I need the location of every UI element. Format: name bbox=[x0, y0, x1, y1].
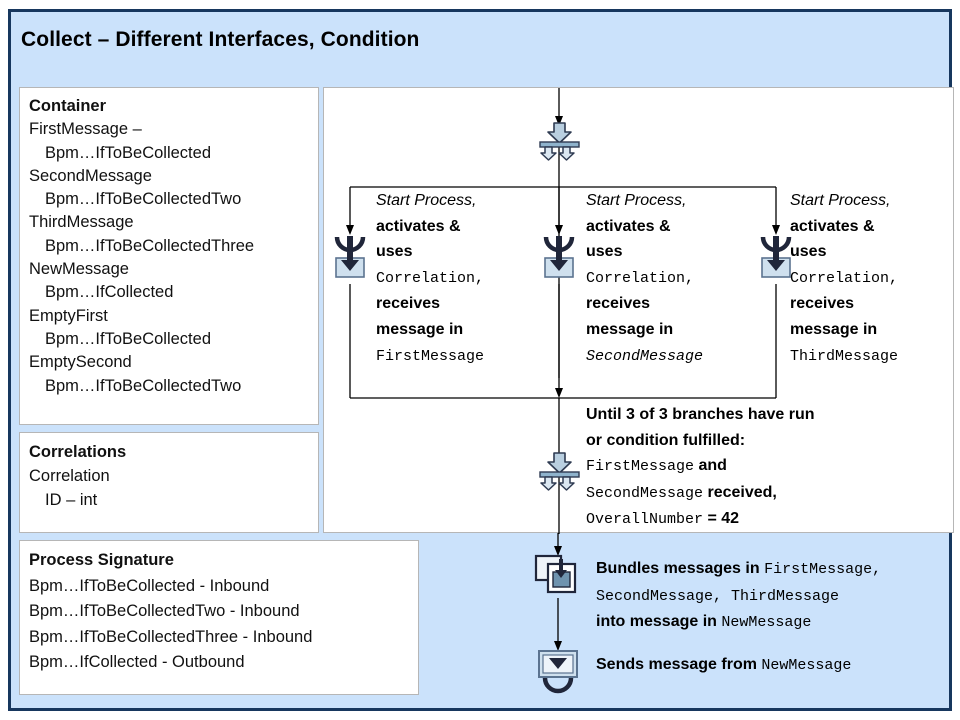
container-line: Bpm…IfToBeCollected bbox=[45, 143, 211, 162]
send-new-message: NewMessage bbox=[761, 657, 852, 674]
branch-start-label: Start Process, bbox=[790, 192, 891, 209]
bundle-description: Bundles messages in FirstMessage, Second… bbox=[596, 556, 956, 636]
correlations-panel: Correlations Correlation ID – int bbox=[19, 432, 319, 533]
container-line: Bpm…IfToBeCollectedThree bbox=[45, 236, 255, 255]
branch-line3: uses bbox=[586, 243, 623, 261]
branch-start-label: Start Process, bbox=[376, 192, 477, 209]
branch-message: SecondMessage bbox=[586, 347, 704, 365]
branch-text-second: Start Process, activates & uses Correlat… bbox=[586, 188, 746, 369]
receive-message-icon bbox=[758, 233, 794, 281]
process-signature-panel: Process Signature Bpm…IfToBeCollected - … bbox=[19, 540, 419, 695]
container-line: Bpm…IfToBeCollected bbox=[45, 329, 211, 348]
branch-line6: message in bbox=[586, 320, 674, 338]
signature-line: Bpm…IfCollected - Outbound bbox=[29, 653, 245, 671]
condition-line-1: Until 3 of 3 branches have run bbox=[586, 406, 815, 423]
condition-second-message: SecondMessage bbox=[586, 484, 704, 502]
condition-received: received, bbox=[703, 483, 777, 501]
container-line: EmptyFirst bbox=[29, 306, 108, 325]
condition-overall-number: OverallNumber bbox=[586, 511, 704, 529]
bundle-second-third-message: SecondMessage, ThirdMessage bbox=[596, 587, 840, 605]
correlations-line: ID – int bbox=[45, 491, 98, 509]
branch-line5: receives bbox=[586, 295, 651, 313]
condition-first-message: FirstMessage bbox=[586, 458, 695, 476]
condition-and: and bbox=[694, 457, 727, 475]
branch-correlation: Correlation, bbox=[790, 269, 899, 287]
container-panel: Container FirstMessage – Bpm…IfToBeColle… bbox=[19, 87, 319, 425]
process-flow-panel: Start Process, activates & uses Correlat… bbox=[323, 87, 955, 534]
bundle-first-message: FirstMessage, bbox=[764, 561, 882, 578]
send-label: Sends message from bbox=[596, 656, 762, 673]
receive-message-icon bbox=[332, 233, 368, 281]
page-title: Collect – Different Interfaces, Conditio… bbox=[21, 28, 420, 51]
process-signature-heading: Process Signature bbox=[29, 551, 174, 569]
branch-line2: activates & bbox=[586, 217, 671, 235]
container-line: Bpm…IfToBeCollectedTwo bbox=[45, 190, 242, 209]
send-description: Sends message from NewMessage bbox=[596, 652, 956, 679]
container-line: ThirdMessage bbox=[29, 213, 134, 232]
branch-line2: activates & bbox=[790, 217, 875, 235]
container-line: Bpm…IfToBeCollectedTwo bbox=[45, 376, 242, 395]
send-message-icon bbox=[534, 648, 582, 696]
container-line: FirstMessage – bbox=[29, 120, 142, 139]
flow-connectors bbox=[346, 88, 780, 534]
branch-line6: message in bbox=[790, 320, 878, 338]
branch-line3: uses bbox=[790, 243, 827, 261]
bundle-messages-icon bbox=[534, 553, 582, 597]
container-panel-heading: Container bbox=[29, 97, 107, 115]
branch-line5: receives bbox=[376, 295, 441, 313]
branch-line3: uses bbox=[376, 243, 413, 261]
receive-message-icon bbox=[541, 233, 577, 281]
branch-text-first: Start Process, activates & uses Correlat… bbox=[376, 188, 536, 369]
bundle-line3-label: into message in bbox=[596, 613, 722, 631]
container-line: EmptySecond bbox=[29, 353, 132, 372]
signature-line: Bpm…IfToBeCollected - Inbound bbox=[29, 576, 270, 595]
condition-line-2: or condition fulfilled: bbox=[586, 431, 746, 449]
signature-line: Bpm…IfToBeCollectedThree - Inbound bbox=[29, 627, 313, 646]
branch-message: FirstMessage bbox=[376, 347, 485, 365]
condition-value: = 42 bbox=[703, 510, 740, 528]
branch-correlation: Correlation, bbox=[376, 269, 485, 287]
container-line: SecondMessage bbox=[29, 166, 152, 185]
branch-correlation: Correlation, bbox=[586, 269, 695, 287]
branch-start-label: Start Process, bbox=[586, 192, 687, 209]
correlations-line: Correlation bbox=[29, 467, 110, 485]
container-line: NewMessage bbox=[29, 260, 129, 279]
flow-diagram: Start Process, activates & uses Correlat… bbox=[324, 88, 955, 534]
fork-join-icon bbox=[537, 451, 582, 491]
branch-line2: activates & bbox=[376, 217, 461, 235]
fork-split-icon bbox=[537, 121, 582, 161]
bundle-line1-label: Bundles messages in bbox=[596, 560, 765, 577]
branch-message: ThirdMessage bbox=[790, 347, 899, 365]
branch-line5: receives bbox=[790, 295, 855, 313]
signature-line: Bpm…IfToBeCollectedTwo - Inbound bbox=[29, 602, 300, 620]
correlations-panel-heading: Correlations bbox=[29, 443, 127, 461]
container-line: Bpm…IfCollected bbox=[45, 283, 174, 302]
bundle-new-message: NewMessage bbox=[721, 614, 812, 632]
branch-text-third: Start Process, activates & uses Correlat… bbox=[790, 188, 950, 369]
slide-canvas: Collect – Different Interfaces, Conditio… bbox=[8, 9, 955, 711]
branch-line6: message in bbox=[376, 320, 464, 338]
join-condition-text: Until 3 of 3 branches have run or condit… bbox=[586, 402, 946, 533]
